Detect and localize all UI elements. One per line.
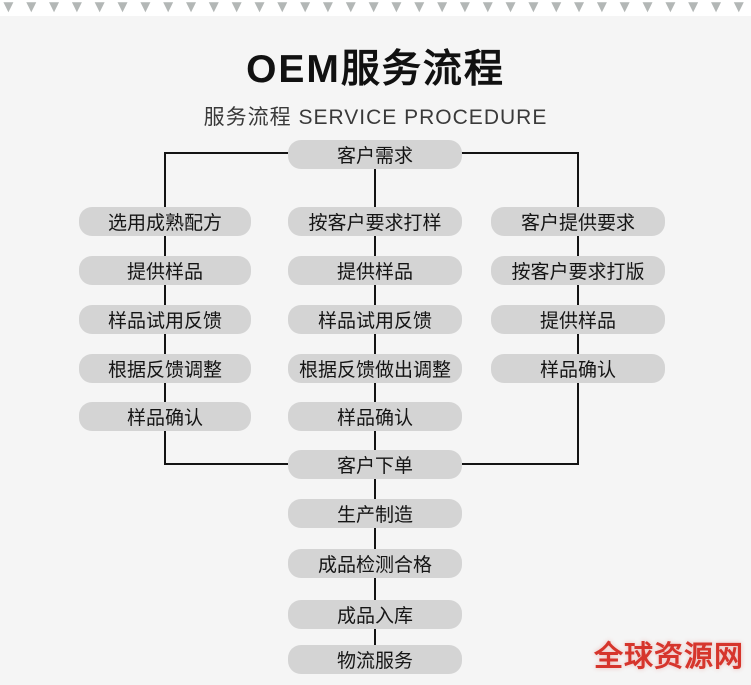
node-logistics: 物流服务 xyxy=(288,645,462,674)
line-bottom-left xyxy=(164,463,290,465)
node-sample-confirm-2: 样品确认 xyxy=(288,402,462,431)
node-production: 生产制造 xyxy=(288,499,462,528)
node-customer-needs: 客户需求 xyxy=(288,140,462,169)
torn-edge-icon: ▼▼▼▼▼▼▼▼▼▼▼▼▼▼▼▼▼▼▼▼▼▼▼▼▼▼▼▼▼▼▼▼▼▼▼▼▼▼▼▼ xyxy=(0,0,751,16)
page-subtitle: 服务流程 SERVICE PROCEDURE xyxy=(203,106,548,129)
line-top-left xyxy=(164,152,290,154)
node-customer-provides-requirements: 客户提供要求 xyxy=(491,207,665,236)
line-top-right xyxy=(460,152,579,154)
node-adjust-by-feedback: 根据反馈调整 xyxy=(79,354,251,383)
node-pattern-per-customer-request: 按客户要求打版 xyxy=(491,256,665,285)
page-title: OEM服务流程 xyxy=(246,48,505,91)
node-sample-confirm-1: 样品确认 xyxy=(79,402,251,431)
node-use-mature-formula: 选用成熟配方 xyxy=(79,207,251,236)
node-provide-sample-2: 提供样品 xyxy=(288,256,462,285)
node-provide-sample-3: 提供样品 xyxy=(491,305,665,334)
node-sample-confirm-3: 样品确认 xyxy=(491,354,665,383)
node-sample-trial-feedback-2: 样品试用反馈 xyxy=(288,305,462,334)
node-customer-order: 客户下单 xyxy=(288,450,462,479)
line-bottom-right xyxy=(460,463,579,465)
node-sample-trial-feedback-1: 样品试用反馈 xyxy=(79,305,251,334)
node-provide-sample-1: 提供样品 xyxy=(79,256,251,285)
node-warehousing: 成品入库 xyxy=(288,600,462,629)
watermark-site-name: 全球资源网 xyxy=(593,641,744,673)
node-inspection-passed: 成品检测合格 xyxy=(288,549,462,578)
node-sample-per-customer-request: 按客户要求打样 xyxy=(288,207,462,236)
node-adjust-per-feedback: 根据反馈做出调整 xyxy=(288,354,462,383)
